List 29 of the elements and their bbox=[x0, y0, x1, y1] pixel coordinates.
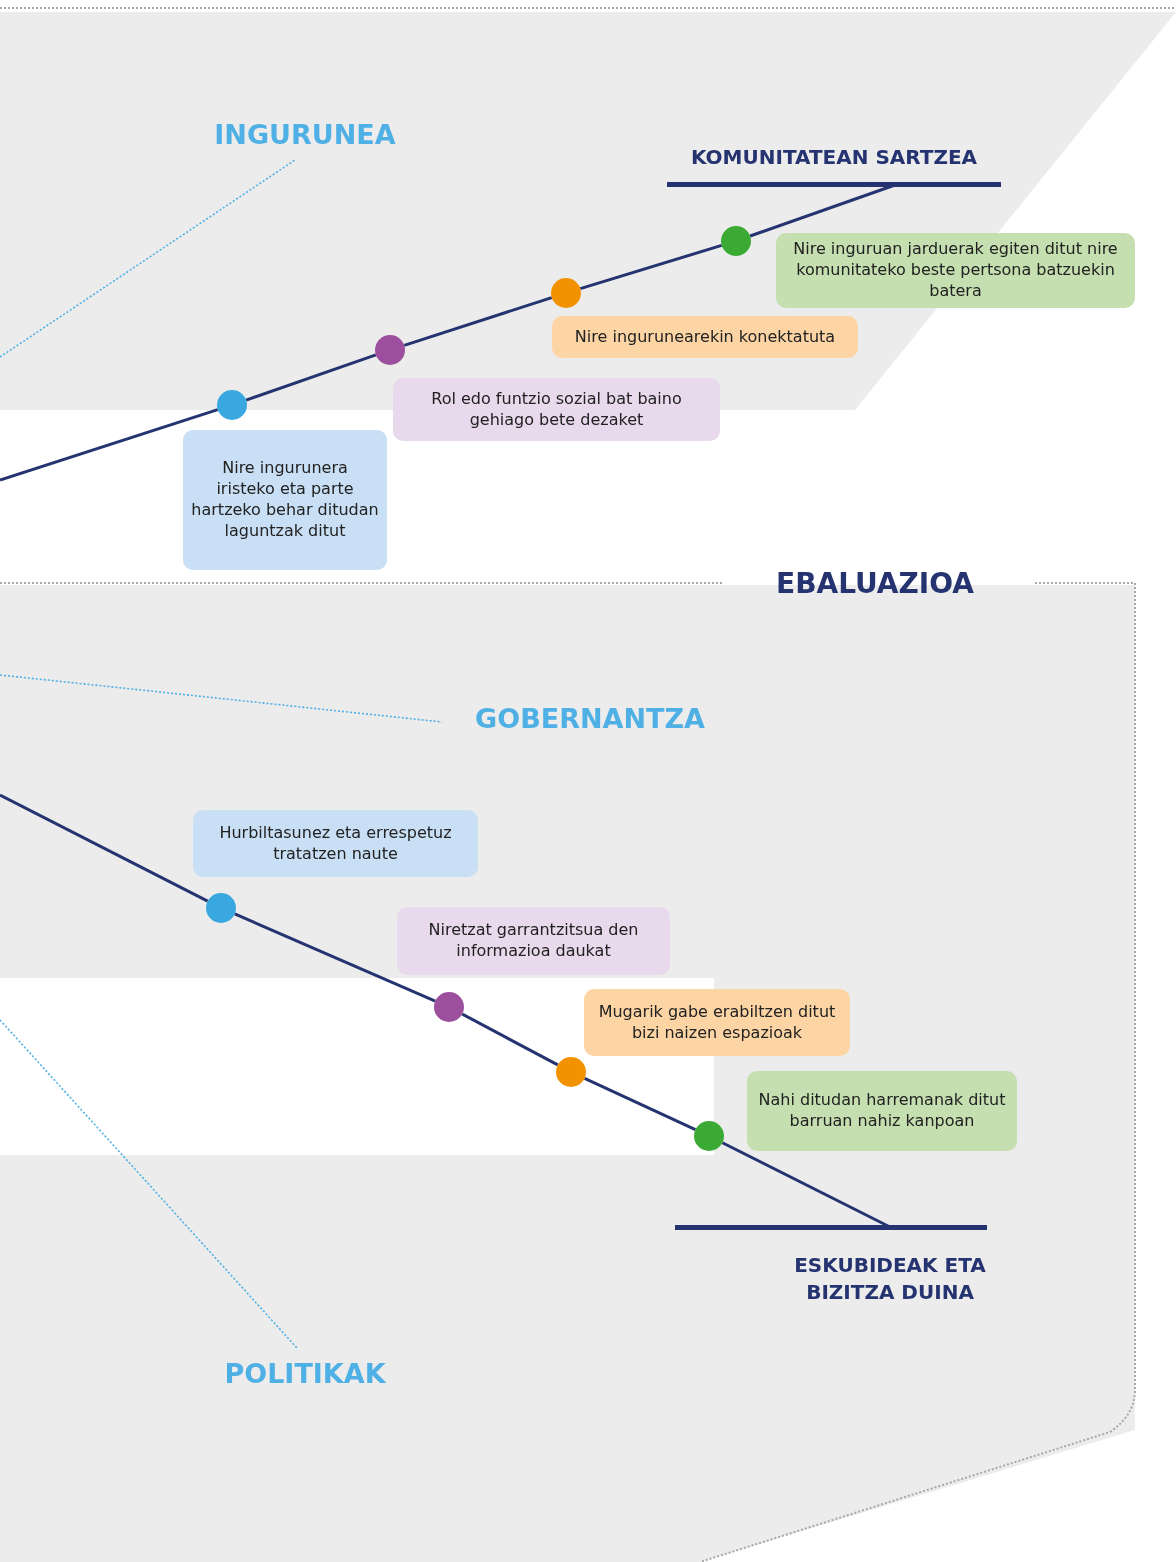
timeline-line bbox=[579, 243, 723, 291]
timeline-line bbox=[0, 408, 219, 482]
statement-card: Nahi ditudan harremanak ditut barruan nahiz kanpoan bbox=[747, 1071, 1017, 1151]
dotted-line bbox=[0, 674, 443, 723]
timeline-dot bbox=[434, 992, 464, 1022]
timeline-line bbox=[0, 793, 209, 903]
statement-card: Nire ingurunearekin konektatuta bbox=[552, 316, 858, 358]
statement-card: Niretzat garrantzitsua den informazioa daukat bbox=[397, 907, 670, 975]
timeline-dot bbox=[556, 1057, 586, 1087]
timeline-dot bbox=[694, 1121, 724, 1151]
timeline-line bbox=[583, 1076, 697, 1132]
timeline-line bbox=[403, 296, 553, 347]
category-heading: INGURUNEA bbox=[200, 112, 410, 158]
statement-card: Nire inguruan jarduerak egiten ditut nire komunitateko beste pertsona batzuekin batera bbox=[776, 233, 1135, 308]
goal-title: KOMUNITATEAN SARTZEA bbox=[689, 145, 979, 169]
timeline-line bbox=[234, 912, 436, 1003]
dotted-line bbox=[0, 159, 296, 358]
timeline-dot bbox=[217, 390, 247, 420]
category-heading: POLITIKAK bbox=[210, 1348, 400, 1400]
statement-card: Mugarik gabe erabiltzen ditut bizi naizen espazioak bbox=[584, 989, 850, 1056]
statement-card: Rol edo funtzio sozial bat baino gehiago bete dezaket bbox=[393, 378, 720, 441]
statement-card: Hurbiltasunez eta errespetuz tratatzen naute bbox=[193, 810, 478, 877]
timeline-line bbox=[461, 1012, 559, 1067]
category-heading: GOBERNANTZA bbox=[442, 698, 738, 740]
dotted-line bbox=[0, 1019, 298, 1349]
timeline-line bbox=[245, 353, 377, 402]
statement-card: Nire ingurunera iristeko eta parte hartzeko behar ditudan laguntzak ditut bbox=[183, 430, 387, 570]
section-title: EBALUAZIOA bbox=[775, 566, 975, 602]
goal-title: ESKUBIDEAK ETA BIZITZA DUINA bbox=[793, 1252, 987, 1306]
